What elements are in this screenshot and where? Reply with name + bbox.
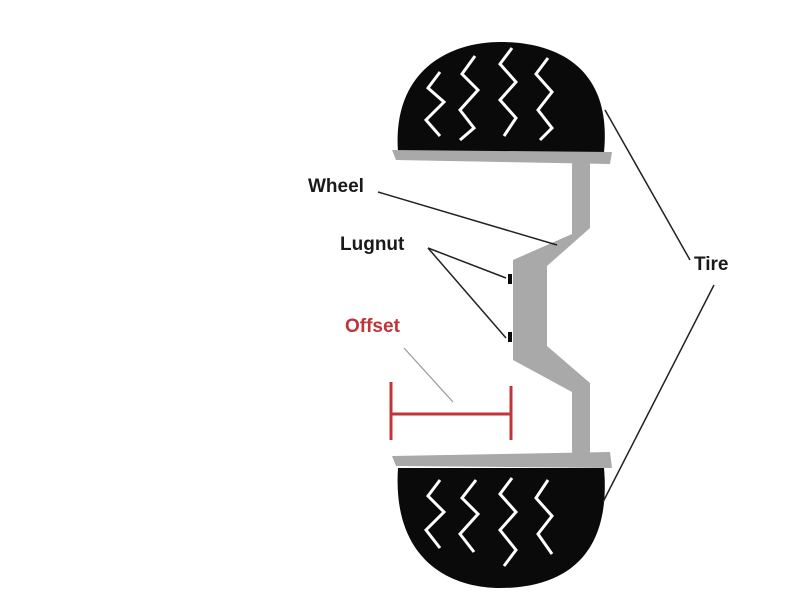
lugnut-label: Lugnut [340,234,405,255]
wheel [513,160,590,456]
lugnut-bottom [508,332,512,342]
top-tread [423,47,554,142]
wheel-label: Wheel [308,176,364,197]
lugnut-leader-top [427,247,507,279]
bottom-tread [424,477,554,567]
wheel-leader [377,191,558,246]
tire-leader-top [604,109,691,261]
tire-leader-bottom [602,284,715,503]
offset-bracket [389,382,513,440]
lugnut-top [508,274,512,284]
bottom-rim [392,452,612,468]
top-rim [392,150,612,164]
tire-label: Tire [694,254,729,275]
offset-leader [403,347,454,403]
offset-label: Offset [345,316,400,337]
lugnut-leader-bottom [427,247,507,339]
